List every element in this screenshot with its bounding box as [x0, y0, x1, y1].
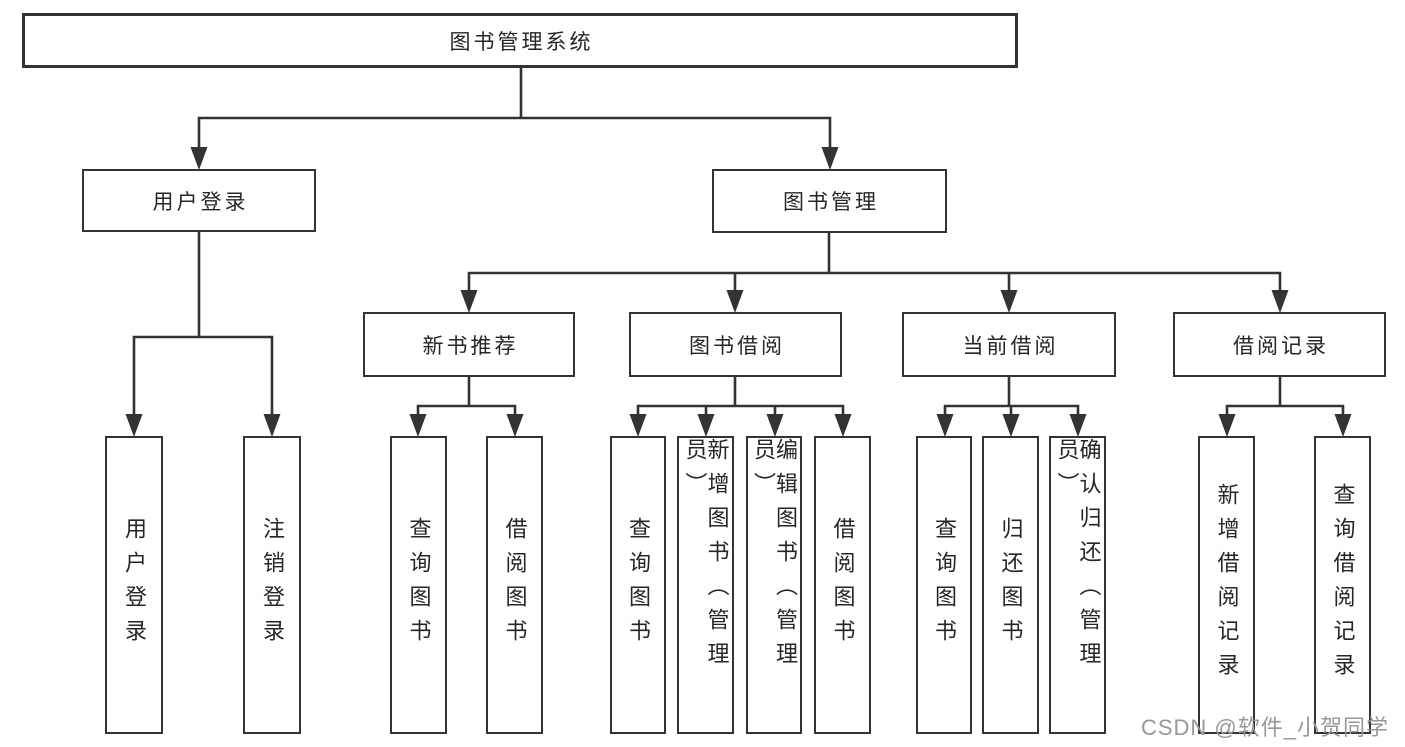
- node-borrow-records: 借阅记录: [1173, 312, 1386, 377]
- leaf-logout: 注销登录: [243, 436, 301, 734]
- leaf-query-books-borrow: 查询图书: [610, 436, 666, 734]
- leaf-query-books-recommend: 查询图书: [390, 436, 447, 734]
- watermark: CSDN @软件_小贺同学: [1140, 715, 1389, 740]
- arrowheads-borrow-records-leaves: [1218, 414, 1352, 437]
- arrowheads-current-borrow-leaves: [936, 414, 1087, 437]
- node-book-borrow: 图书借阅: [629, 312, 842, 377]
- connector-user-login-to-leaves: [132, 230, 274, 417]
- arrowheads-new-book-leaves: [409, 414, 524, 437]
- node-new-book-recommend: 新书推荐: [363, 312, 575, 377]
- arrowheads-root-to-level1: [190, 147, 839, 170]
- connector-book-mgmt-to-level2: [467, 231, 1282, 292]
- connector-current-borrow-to-leaves: [943, 375, 1080, 417]
- connector-root-to-level1: [197, 66, 832, 150]
- node-book-management: 图书管理: [712, 169, 947, 233]
- leaf-borrow-books: 借阅图书: [814, 436, 871, 734]
- node-library-management-system: 图书管理系统: [22, 13, 1018, 68]
- node-user-login: 用户登录: [82, 169, 316, 232]
- node-current-borrow: 当前借阅: [902, 312, 1116, 377]
- leaf-add-borrow-record: 新增借阅记录: [1198, 436, 1255, 734]
- leaf-add-book-admin: 新增图书（管理员）: [677, 436, 734, 734]
- leaf-return-book: 归还图书: [982, 436, 1039, 734]
- leaf-confirm-return-admin: 确认归还（管理员）: [1049, 436, 1106, 734]
- arrowheads-book-mgmt-level2: [460, 290, 1289, 313]
- leaf-query-books-current: 查询图书: [916, 436, 972, 734]
- leaf-borrow-books-recommend: 借阅图书: [486, 436, 543, 734]
- leaf-query-borrow-record: 查询借阅记录: [1314, 436, 1371, 734]
- arrowheads-book-borrow-leaves: [629, 414, 852, 437]
- leaf-edit-book-admin: 编辑图书（管理员）: [746, 436, 802, 734]
- arrowheads-user-login-leaves: [125, 414, 281, 437]
- connector-borrow-records-to-leaves: [1225, 375, 1345, 417]
- leaf-user-login: 用户登录: [105, 436, 163, 734]
- connector-book-borrow-to-leaves: [636, 375, 845, 417]
- connector-new-book-to-leaves: [416, 375, 517, 417]
